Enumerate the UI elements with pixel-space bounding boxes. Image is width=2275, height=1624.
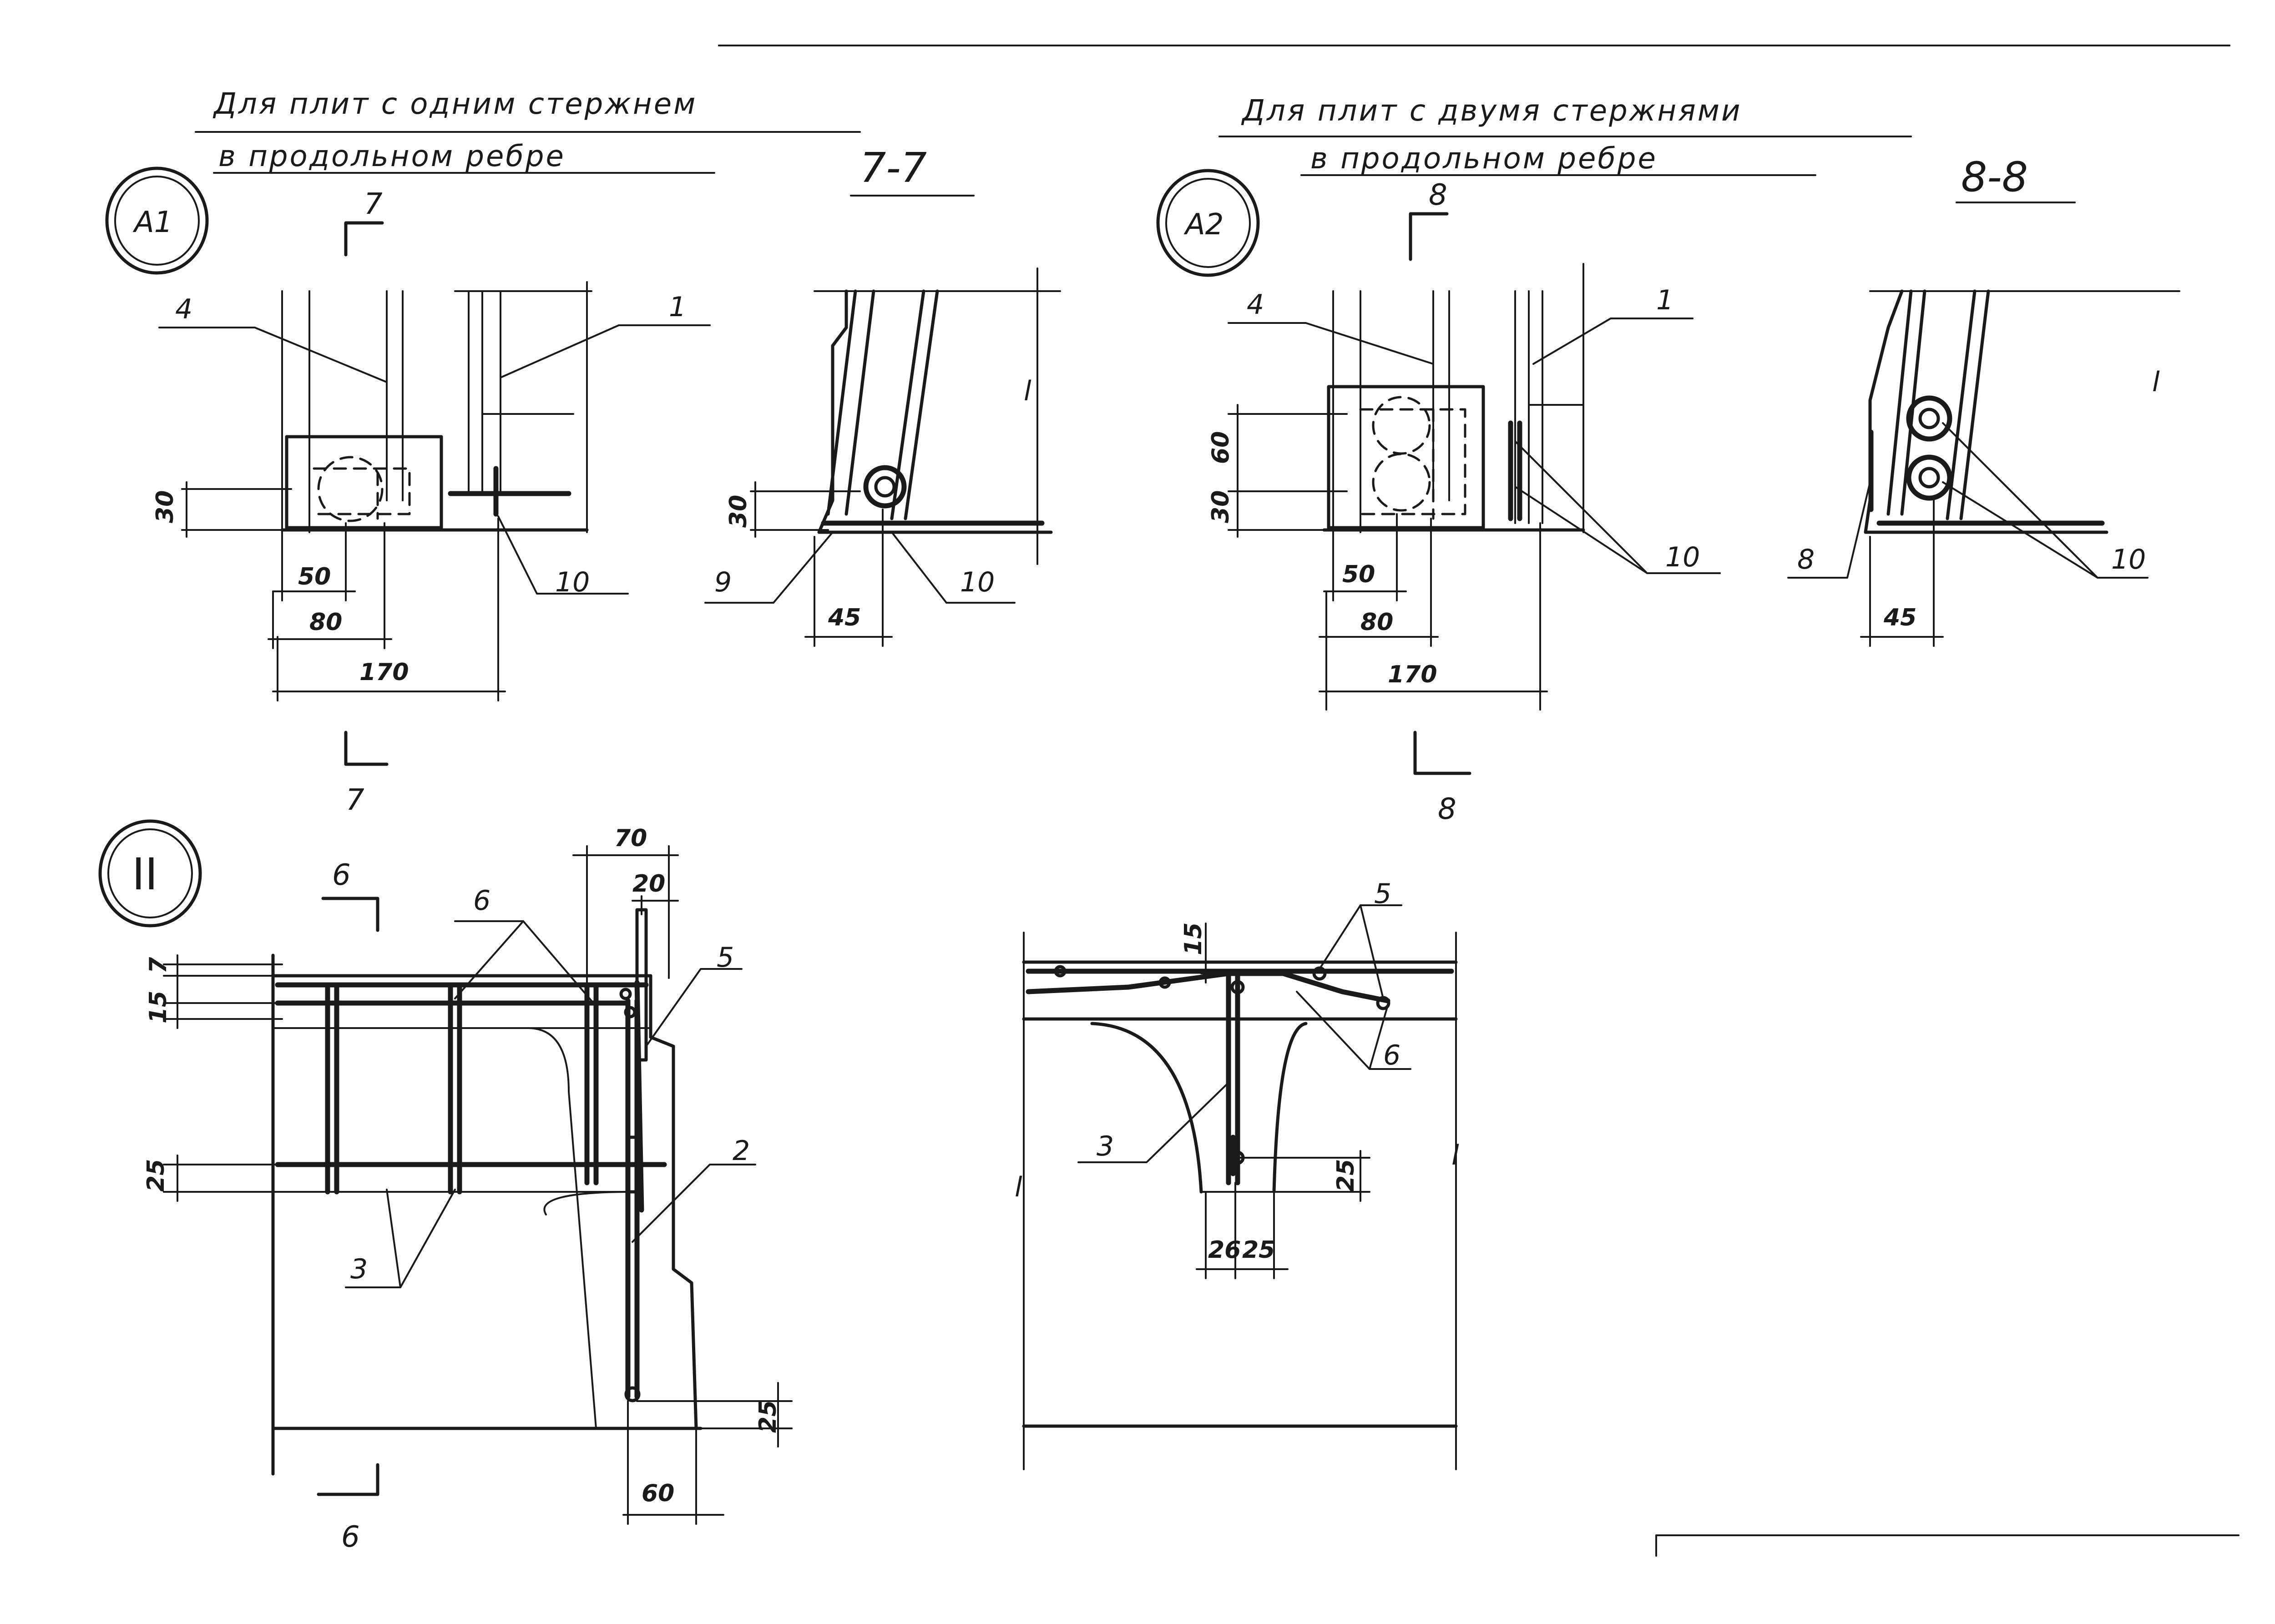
callout-ii: II [132,849,158,900]
section-8-8: 8-8 l 8 10 45 [1787,153,2180,647]
label-5-66: 5 [1374,878,1391,910]
dim-15-66: 15 [1180,923,1207,955]
label-10-a2: 10 [1665,541,1700,573]
dim-25-ii-right: 25 [754,1400,782,1433]
cut-7-top-label: 7 [364,187,383,221]
dim-60-ii: 60 [642,1480,674,1507]
label-9: 9 [714,566,732,598]
right-title-line2: в продольном ребре [1310,142,1658,176]
callout-ii-circle [98,819,202,928]
dim-25-66: 25 [1332,1159,1360,1192]
left-title-line2: в продольном ребре [218,140,566,173]
dim-25-ii: 25 [142,1159,170,1192]
dim-80-a1: 80 [309,609,342,636]
label-4-a2: 4 [1247,289,1264,321]
node-a2-plan: A2 8 4 1 10 60 30 [1156,169,1721,826]
cut-6-bottom-label: 6 [341,1520,360,1554]
label-3-ii: 3 [350,1253,368,1285]
dim-170-a1: 170 [359,659,409,686]
left-group-title: Для плит с одним стержнем в продольном р… [195,87,861,174]
right-title-line1: Для плит с двумя стержнями [1241,94,1742,128]
label-1-a2: 1 [1656,284,1673,316]
dim-45-77: 45 [828,604,861,631]
callout-a2-circle [1156,169,1260,277]
section-7-7-title: 7-7 [860,144,927,192]
right-group-title: Для плит с двумя стержнями в продольном … [1218,94,1912,176]
dim-15-ii: 15 [145,991,172,1024]
dim-l-88: l [2152,366,2160,398]
dim-30-a2: 30 [1207,490,1234,523]
label-6-ii: 6 [473,885,490,917]
node-a1-plan: A1 7 4 1 10 30 [105,166,711,817]
dim-20-ii: 20 [632,870,665,898]
dim-30-a1: 30 [152,490,179,523]
dim-l-66-right: l [1451,1140,1459,1171]
callout-a2: A2 [1183,208,1224,242]
dim-70-ii: 70 [614,825,647,852]
dim-l-66-left: l [1015,1171,1022,1203]
label-10-a1: 10 [555,566,590,598]
dim-50-a2: 50 [1342,561,1375,588]
cut-7-bottom-label: 7 [346,783,364,817]
cut-8-bottom-label: 8 [1438,792,1456,826]
dim-80-a2: 80 [1360,609,1393,636]
section-8-8-title: 8-8 [1961,153,2028,201]
dim-50-a1: 50 [298,563,331,590]
dim-45-88: 45 [1883,604,1916,631]
dim-60-a2: 60 [1207,431,1234,464]
dim-26-66: 26 [1208,1236,1241,1264]
section-7-7: 7-7 l 30 45 9 10 [704,144,1061,647]
callout-a1-circle [105,166,209,275]
label-6-66: 6 [1383,1039,1400,1071]
cut-6-top-label: 6 [332,858,351,892]
dim-7-ii: 7 [145,957,172,973]
label-5-ii: 5 [717,942,734,973]
dim-l-77: l [1024,375,1031,407]
label-1-a1: 1 [669,291,686,323]
dim-30-77: 30 [725,495,752,528]
label-10-77: 10 [960,566,995,598]
left-title-line1: Для плит с одним стержнем [212,87,697,121]
label-4-a1: 4 [175,293,192,325]
label-8: 8 [1797,544,1815,575]
cut-8-top-label: 8 [1429,178,1447,212]
label-3-66: 3 [1097,1130,1114,1162]
label-2-ii: 2 [733,1135,750,1167]
label-10-88: 10 [2111,544,2146,575]
dim-170-a2: 170 [1388,661,1437,688]
node-ii-detail: II 6 6 5 2 [98,819,793,1554]
section-6-6-rib: 5 6 3 15 25 26 25 l l [1015,878,1459,1470]
callout-a1: A1 [132,206,173,239]
dim-25-66-bottom: 25 [1242,1236,1275,1264]
